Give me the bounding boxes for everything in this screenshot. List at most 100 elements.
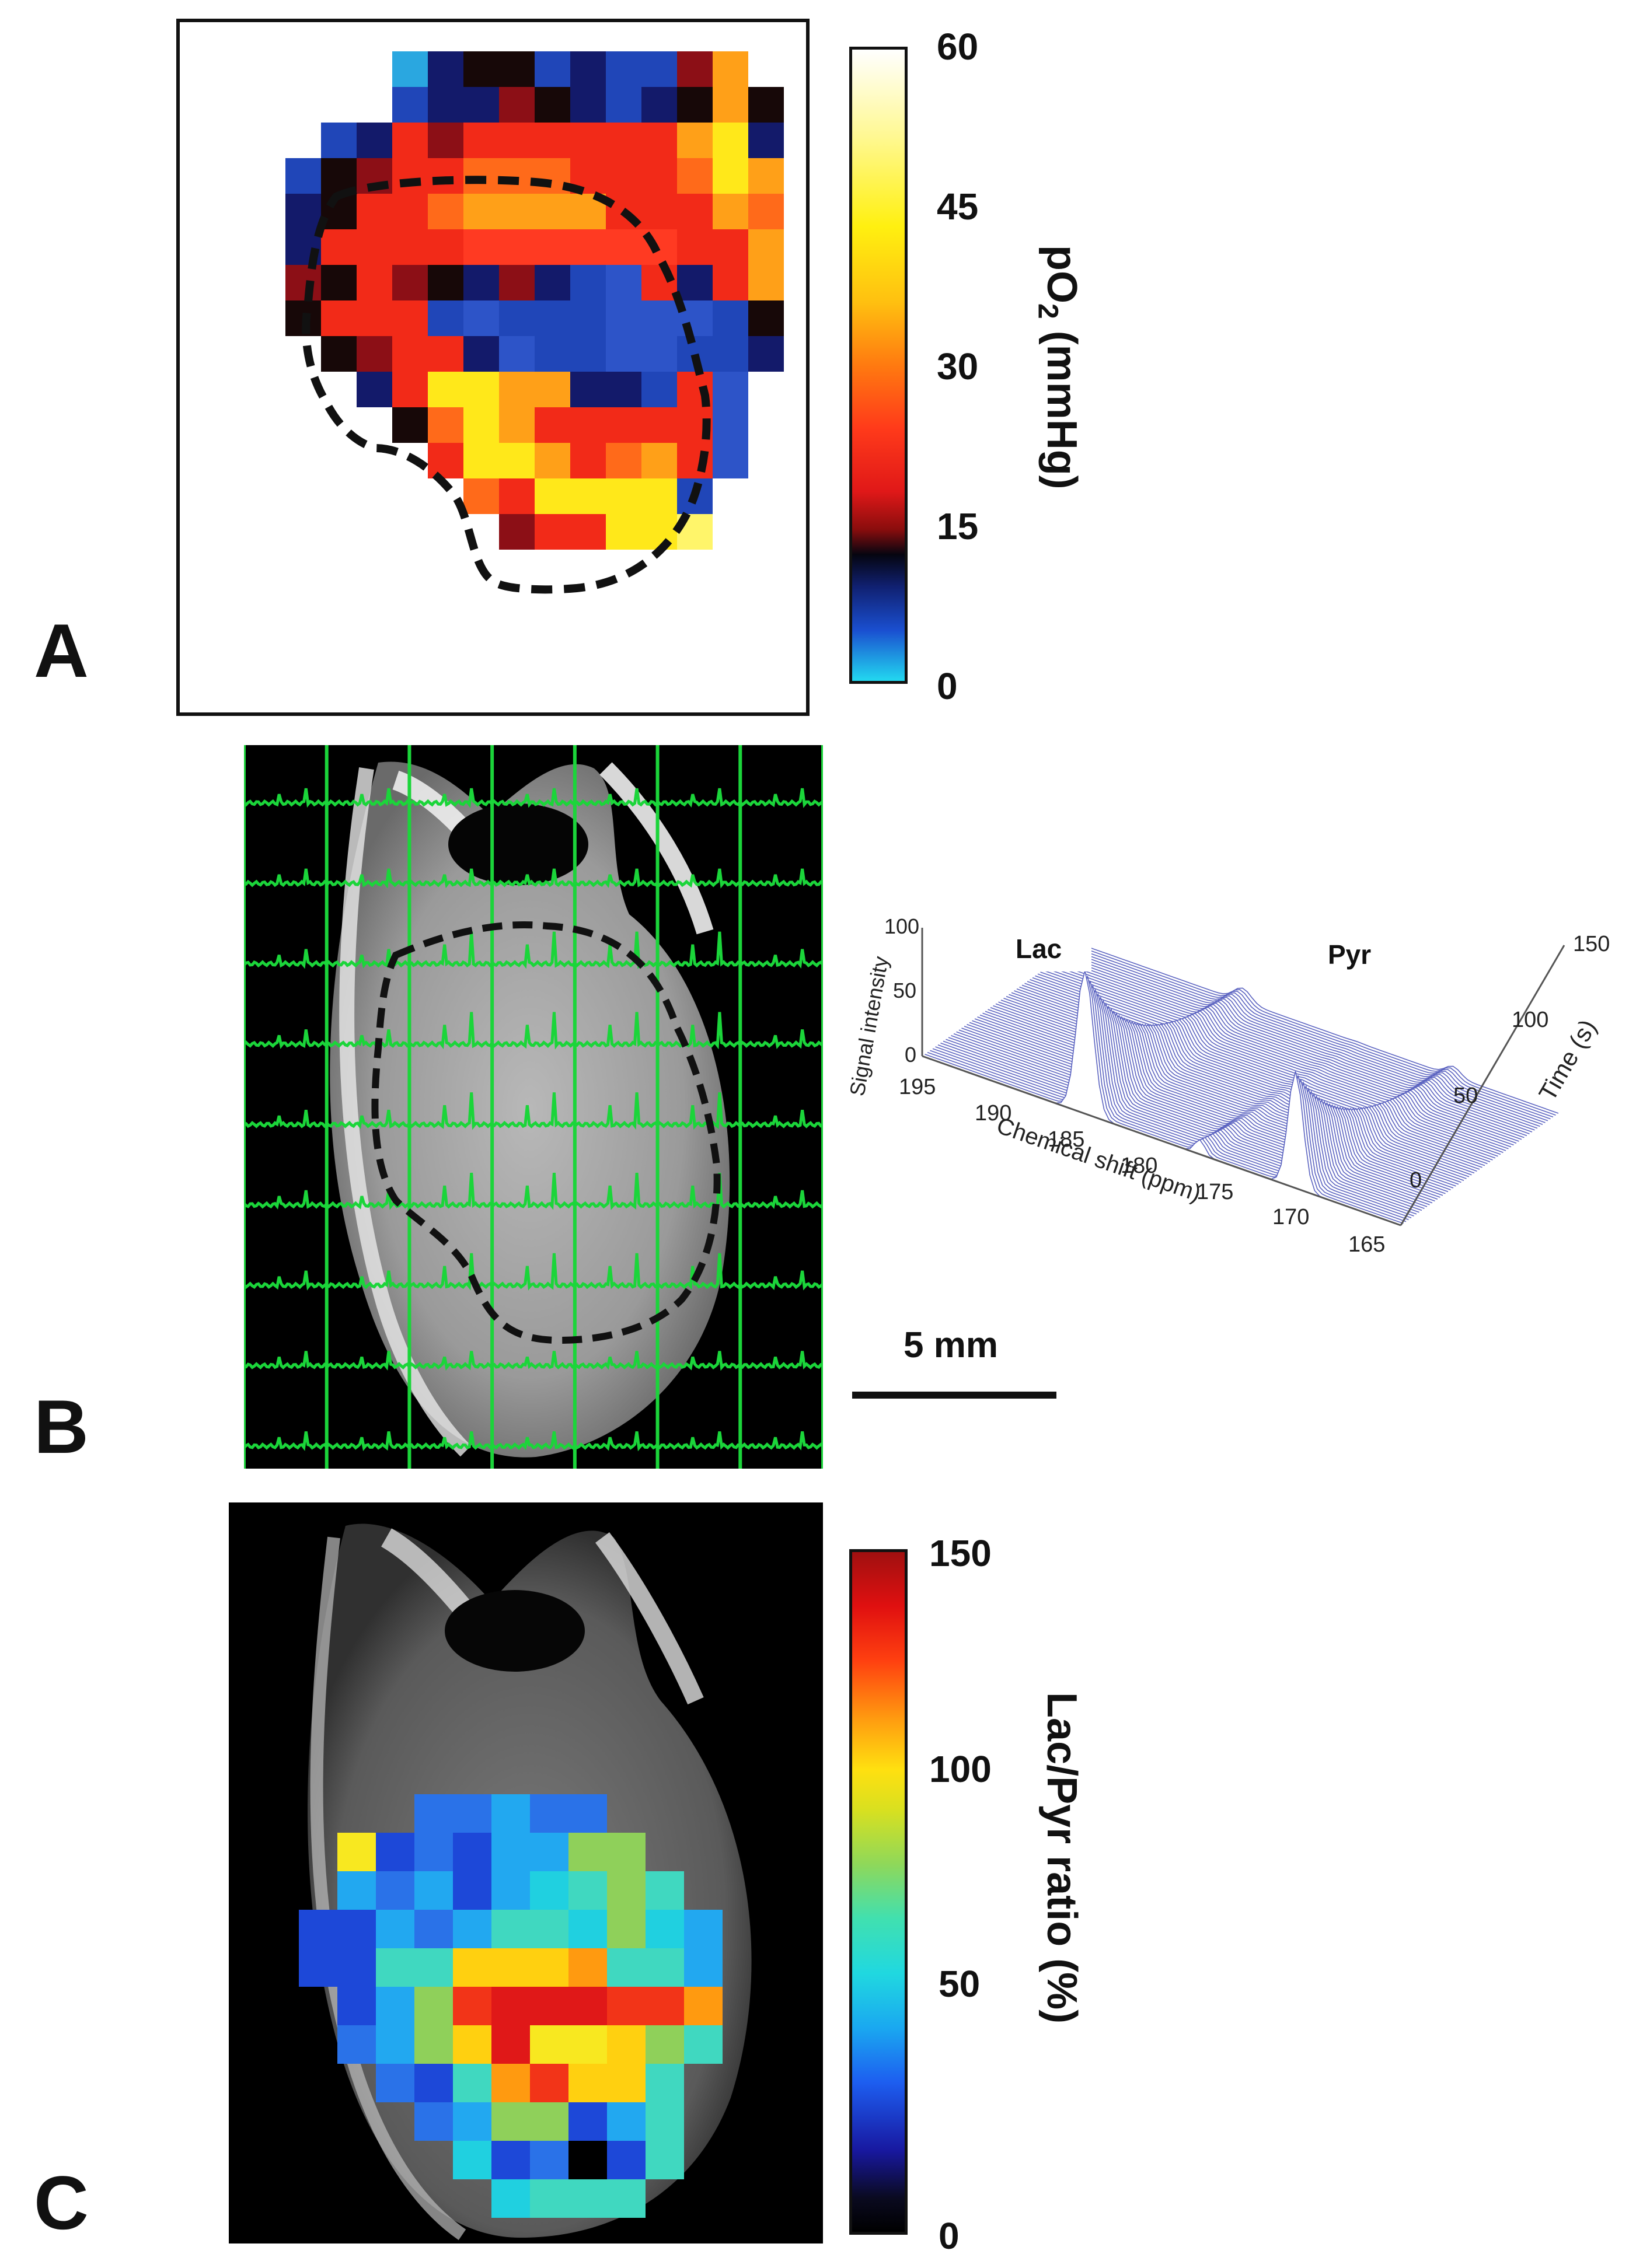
voxel-spectrum	[244, 1109, 327, 1128]
ratio-pixel	[337, 1948, 376, 1987]
ratio-pixel	[568, 2102, 607, 2141]
ratio-pixel	[453, 1910, 491, 1948]
po2-pixel	[499, 478, 535, 514]
waterfall-spectrum-line	[1056, 960, 1535, 1131]
po2-pixel	[748, 300, 784, 336]
ratio-pixel	[646, 2102, 684, 2141]
ratio-pixel	[337, 1833, 376, 1871]
voxel-spectrum	[325, 1190, 410, 1210]
po2-pixel	[392, 300, 428, 336]
mri-b-image	[244, 745, 823, 1469]
ratio-pixel	[530, 2064, 568, 2102]
ratio-pixel	[491, 2179, 530, 2218]
z-tick-150: 150	[1573, 932, 1610, 956]
po2-pixel	[641, 478, 677, 514]
po2-pixel	[321, 123, 357, 158]
voxel-spectrum	[490, 1172, 576, 1211]
waterfall-spectrum-line	[1077, 945, 1556, 1116]
ratio-pixel	[530, 1987, 568, 2025]
po2-pixel	[428, 372, 463, 407]
po2-pixel	[677, 87, 713, 123]
lac-pyr-map	[229, 1502, 823, 2243]
po2-pixel	[641, 372, 677, 407]
po2-label-unit: (mmHg)	[1038, 319, 1085, 490]
po2-pixel	[499, 300, 535, 336]
po2-pixel	[677, 123, 713, 158]
voxel-spectrum	[573, 1092, 659, 1130]
ratio-pixel	[414, 2102, 453, 2141]
panel-letter-a: A	[34, 608, 89, 693]
po2-pixel	[499, 51, 535, 87]
voxel-spectrum	[407, 1351, 493, 1371]
po2-pixel	[535, 51, 570, 87]
waterfall-spectrum-line	[998, 1001, 1477, 1172]
voxel-spectrum	[407, 868, 493, 889]
ratio-pixel	[530, 1948, 568, 1987]
po2-pixel	[606, 51, 641, 87]
ratio-pixel	[414, 2064, 453, 2102]
ratio-pixel	[530, 1871, 568, 1910]
po2-pixel	[463, 336, 499, 372]
po2-pixel	[713, 158, 748, 194]
mri-spectroscopy-grid	[244, 745, 823, 1469]
po2-pixel	[677, 229, 713, 265]
po2-pixel	[535, 407, 570, 443]
ratio-pixel	[491, 2141, 530, 2179]
po2-pixel	[535, 478, 570, 514]
voxel-spectrum	[738, 1270, 823, 1291]
waterfall-spectrum-line	[1063, 955, 1543, 1125]
voxel-spectrum	[573, 1351, 659, 1370]
po2-pixel	[606, 407, 641, 443]
voxel-spectrum	[407, 931, 493, 968]
ratio-pixel	[568, 1871, 607, 1910]
po2-pixel	[499, 123, 535, 158]
ratio-pixel	[376, 2064, 414, 2102]
waterfall-spectrum-line	[932, 988, 1412, 1218]
ratio-pixel	[376, 1910, 414, 1948]
po2-pixel	[392, 407, 428, 443]
po2-pixel	[499, 336, 535, 372]
waterfall-spectrum-line	[1032, 977, 1512, 1148]
po2-pixel	[463, 194, 499, 229]
voxel-spectrum	[656, 1351, 742, 1371]
po2-pixel	[357, 229, 392, 265]
po2-pixel	[748, 123, 784, 158]
x-axis-label: Chemical shift (ppm)	[993, 1113, 1204, 1207]
po2-pixel	[641, 87, 677, 123]
voxel-spectrum	[738, 1431, 823, 1451]
ratio-pixel	[299, 1910, 337, 1948]
ratio-pixel	[337, 1987, 376, 2025]
scalebar-label: 5 mm	[904, 1325, 998, 1365]
po2-map-image	[285, 51, 784, 594]
ratio-pixel	[646, 2025, 684, 2064]
voxel-spectrum	[244, 1029, 328, 1049]
waterfall-spectrum-line	[940, 999, 1419, 1213]
po2-pixel	[713, 443, 748, 478]
po2-map-frame	[176, 19, 810, 716]
po2-pixel	[428, 265, 463, 300]
x-tick-165: 165	[1348, 1232, 1385, 1257]
ratio-pixel	[491, 2064, 530, 2102]
po2-pixel	[321, 300, 357, 336]
ratio-pixel	[646, 1948, 684, 1987]
po2-pixel	[606, 123, 641, 158]
waterfall-spectrum-line	[1042, 970, 1522, 1140]
po2-pixel	[677, 158, 713, 194]
ratio-pixel	[376, 2025, 414, 2064]
ratio-pixel	[607, 1910, 646, 1948]
po2-pixel	[570, 51, 606, 87]
po2-pixel	[463, 443, 499, 478]
voxel-spectrum	[490, 1431, 576, 1451]
waterfall-spectrum-line	[995, 1003, 1475, 1174]
waterfall-spectrum-line	[946, 1005, 1425, 1209]
y-tick-0: 0	[905, 1043, 916, 1067]
po2-pixel	[535, 514, 570, 550]
voxel-spectrum	[738, 1190, 823, 1209]
ratio-pixel	[491, 1871, 530, 1910]
po2-pixel	[713, 87, 748, 123]
x-axis-ticks: 195 190 185 180 175 170 165	[899, 1075, 1385, 1257]
po2-pixel	[641, 300, 677, 336]
po2-pixel	[428, 229, 463, 265]
waterfall-spectrum-line	[1011, 992, 1491, 1162]
voxel-spectrum	[490, 788, 576, 808]
